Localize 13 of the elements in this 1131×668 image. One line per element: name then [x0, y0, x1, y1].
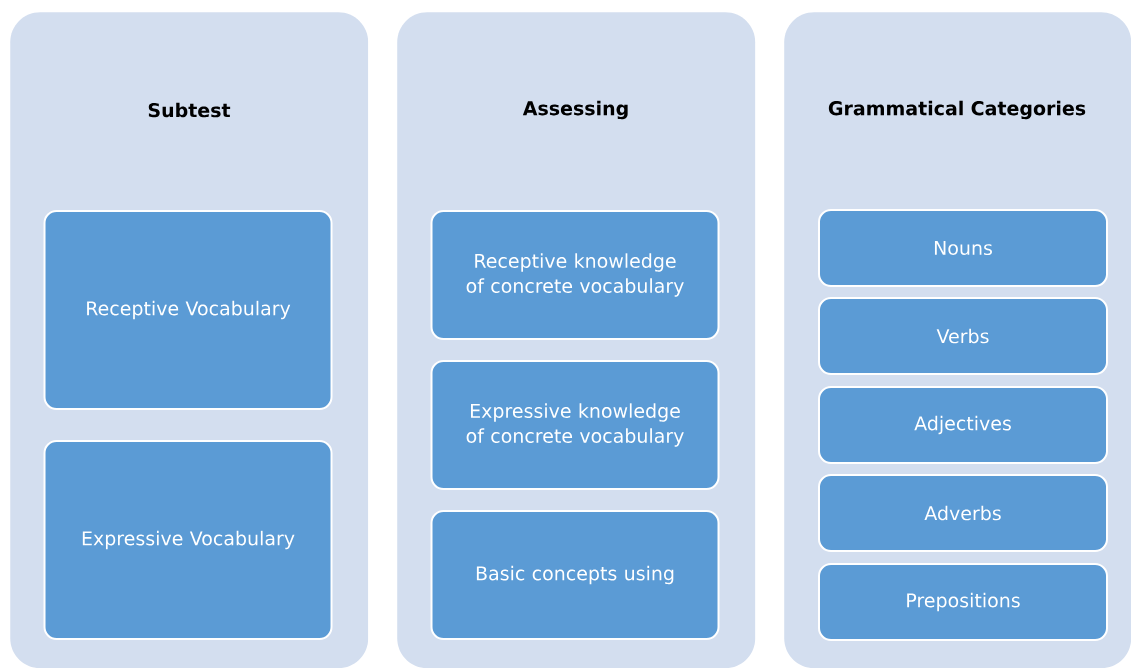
category-box: Expressive Vocabulary: [43, 440, 333, 640]
category-box: Prepositions: [818, 563, 1108, 641]
category-box: Expressive knowledge of concrete vocabulary: [430, 360, 720, 490]
category-box: Receptive Vocabulary: [43, 210, 333, 410]
panel-heading: Assessing: [522, 100, 628, 120]
category-box: Adjectives: [818, 386, 1108, 464]
category-box: Adverbs: [818, 474, 1108, 552]
category-box: Verbs: [818, 297, 1108, 375]
panel-heading: Grammatical Categories: [828, 100, 1086, 120]
category-box: Receptive knowledge of concrete vocabulary: [430, 210, 720, 340]
category-box: Basic concepts using: [430, 510, 720, 640]
panel-heading: Subtest: [148, 102, 231, 118]
category-box: Nouns: [818, 209, 1108, 287]
